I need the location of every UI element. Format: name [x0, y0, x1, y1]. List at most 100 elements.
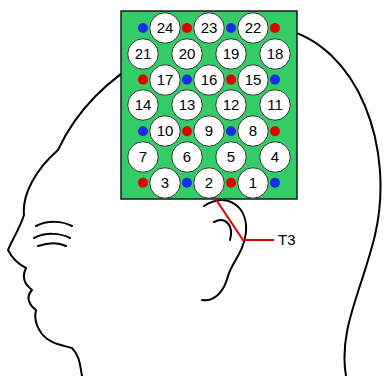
electrode-outline	[260, 39, 291, 70]
electrode-number: 4	[259, 141, 291, 173]
electrode-outline	[194, 116, 225, 147]
electrode-number: 10	[149, 115, 181, 147]
electrode: 14	[127, 89, 159, 121]
electrode: 10	[149, 115, 181, 147]
electrode-outline	[238, 168, 269, 199]
reference-dot	[226, 178, 236, 188]
electrode-number: 16	[193, 64, 225, 96]
electrode-outline	[172, 142, 203, 173]
electrode: 17	[149, 64, 181, 96]
electrode-outline	[172, 39, 203, 70]
reference-dot	[138, 126, 148, 136]
electrode-number: 15	[237, 64, 269, 96]
electrode-number: 22	[237, 12, 269, 44]
electrode-outline	[260, 90, 291, 121]
electrode-grid	[121, 11, 297, 199]
electrode-outline	[150, 168, 181, 199]
electrode-number: 7	[127, 141, 159, 173]
electrode: 16	[193, 64, 225, 96]
electrode-outline	[128, 39, 159, 70]
reference-dot	[270, 178, 280, 188]
electrode-outline	[216, 39, 247, 70]
reference-dot	[138, 75, 148, 85]
reference-dot	[138, 178, 148, 188]
electrode-number: 5	[215, 141, 247, 173]
electrode: 15	[237, 64, 269, 96]
ear	[202, 200, 246, 300]
electrode-number: 6	[171, 141, 203, 173]
electrode: 1	[237, 167, 269, 199]
reference-dot	[138, 23, 148, 33]
electrode: 2	[193, 167, 225, 199]
electrode-outline	[150, 116, 181, 147]
electrode: 21	[127, 38, 159, 70]
electrode-number: 9	[193, 115, 225, 147]
electrode: 20	[171, 38, 203, 70]
eye-lid	[34, 234, 70, 238]
reference-dots	[138, 23, 280, 188]
electrode-outline	[194, 13, 225, 44]
electrode-number: 11	[259, 89, 291, 121]
electrode-outline	[238, 64, 269, 95]
electrode-number: 8	[237, 115, 269, 147]
electrode-outline	[150, 13, 181, 44]
electrode: 24	[149, 12, 181, 44]
electrode-number: 18	[259, 38, 291, 70]
head	[8, 27, 381, 376]
electrode-number: 23	[193, 12, 225, 44]
reference-dot	[270, 23, 280, 33]
ear-inner	[214, 220, 231, 240]
reference-dot	[226, 126, 236, 136]
head-outline	[58, 27, 381, 376]
electrode: 19	[215, 38, 247, 70]
electrode-number: 1	[237, 167, 269, 199]
electrode-number: 14	[127, 89, 159, 121]
electrode-number: 17	[149, 64, 181, 96]
electrode-outline	[216, 142, 247, 173]
electrode-outline	[150, 64, 181, 95]
electrode-number: 12	[215, 89, 247, 121]
electrode: 13	[171, 89, 203, 121]
reference-dot	[270, 75, 280, 85]
eye-lash	[38, 243, 66, 246]
reference-dot	[182, 23, 192, 33]
electrode: 11	[259, 89, 291, 121]
electrode: 9	[193, 115, 225, 147]
electrode: 18	[259, 38, 291, 70]
electrode-outline	[216, 90, 247, 121]
face-profile	[8, 150, 82, 376]
electrode-number: 13	[171, 89, 203, 121]
electrode: 4	[259, 141, 291, 173]
electrode: 7	[127, 141, 159, 173]
reference-dot	[182, 126, 192, 136]
reference-dot	[226, 75, 236, 85]
electrode-number: 2	[193, 167, 225, 199]
electrode-outline	[128, 142, 159, 173]
callout-label: T3	[278, 231, 296, 248]
electrode: 8	[237, 115, 269, 147]
reference-dot	[270, 126, 280, 136]
electrode: 5	[215, 141, 247, 173]
electrode: 6	[171, 141, 203, 173]
electrode-outline	[194, 168, 225, 199]
electrode-number: 21	[127, 38, 159, 70]
electrode-outline	[194, 64, 225, 95]
electrode: 3	[149, 167, 181, 199]
electrode-number: 20	[171, 38, 203, 70]
reference-dot	[182, 178, 192, 188]
leader-line	[215, 198, 274, 240]
electrode-outline	[238, 13, 269, 44]
electrode-number: 24	[149, 12, 181, 44]
electrode: 23	[193, 12, 225, 44]
reference-dot	[182, 75, 192, 85]
electrode-outline	[260, 142, 291, 173]
electrode: 12	[215, 89, 247, 121]
electrode: 22	[237, 12, 269, 44]
electrode-number: 19	[215, 38, 247, 70]
electrode-outline	[128, 90, 159, 121]
electrode-outline	[172, 90, 203, 121]
electrode-outline	[238, 116, 269, 147]
eye-brow	[36, 222, 72, 226]
